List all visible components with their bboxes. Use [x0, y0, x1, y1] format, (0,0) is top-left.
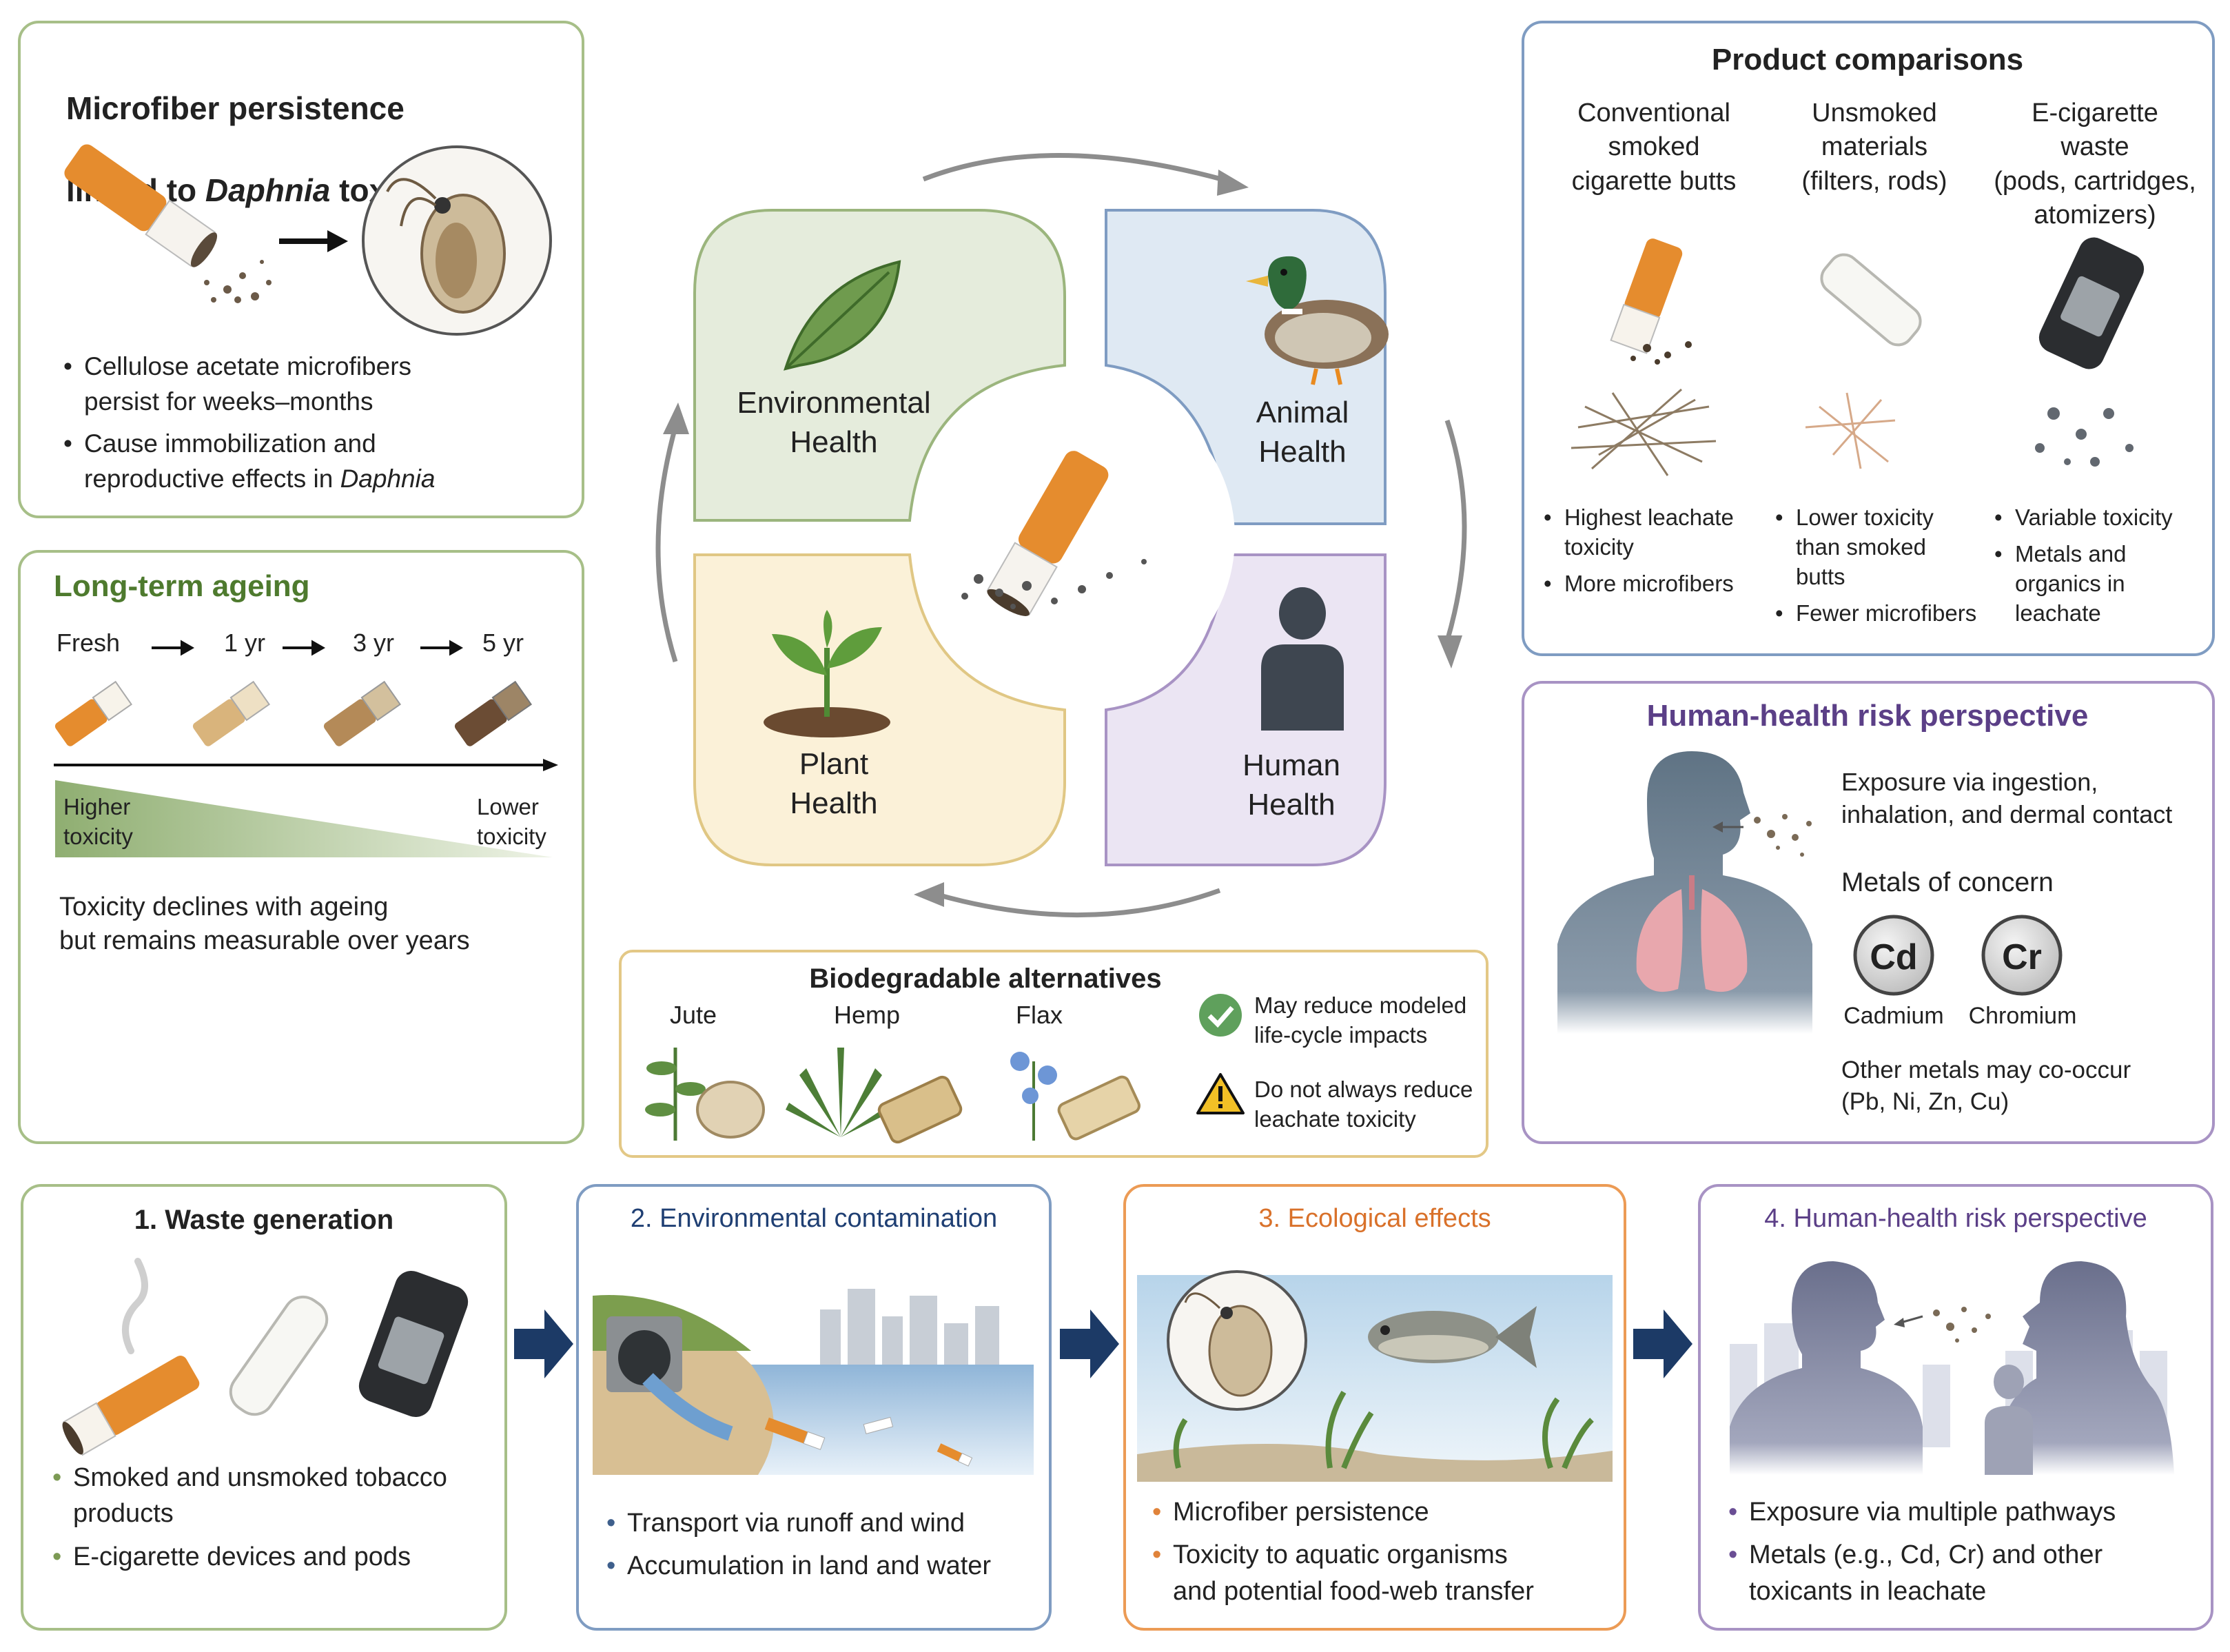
flow-arrow-icon — [1633, 1309, 1692, 1378]
human-risk-exposure: Exposure via ingestion, inhalation, and … — [1841, 768, 2173, 828]
fiber-flax-label: Flax — [1016, 1001, 1063, 1029]
list-item: Highest leachate toxicity — [1544, 503, 1750, 562]
step-2-title: 2. Environmental contamination — [630, 1204, 998, 1233]
list-item: Smoked and unsmoked tobacco products — [52, 1460, 493, 1532]
timeline-arrows — [152, 640, 464, 656]
step-2-shoreline-icon — [593, 1289, 1034, 1475]
cigarette-butt-icon — [64, 144, 272, 303]
unsmoked-bullets: Lower toxicity than smoked butts Fewer m… — [1775, 503, 1989, 635]
product-col-ecig-heading: E-cigarette waste (pods, cartridges, ato… — [1994, 99, 2196, 230]
duck-icon — [1246, 256, 1389, 385]
biodegradable-title: Biodegradable alternatives — [809, 963, 1162, 994]
fiber-jute-label: Jute — [670, 1001, 717, 1029]
metal-cd-symbol: Cd — [1870, 937, 1918, 977]
other-metals: Other metals may co-occur (Pb, Ni, Zn, C… — [1841, 1057, 2131, 1115]
ageing-panel-title: Long-term ageing — [54, 569, 310, 603]
ageing-stage-5yr: 5 yr — [482, 629, 524, 657]
list-item: Transport via runoff and wind — [606, 1505, 1047, 1542]
step-4-bullets: Exposure via multiple pathways Metals (e… — [1728, 1494, 2204, 1616]
flow-arrow-icon — [514, 1309, 573, 1378]
list-item: Metals (e.g., Cd, Cr) and other toxicant… — [1728, 1537, 2204, 1609]
one-health-hub — [655, 153, 1467, 918]
step-4-people-icon — [1730, 1261, 2174, 1475]
biodegradable-con: Do not always reduce leachate toxicity — [1254, 1077, 1473, 1132]
smoked-bullets: Highest leachate toxicity More microfibe… — [1544, 503, 1750, 606]
daphnia-bullets: Cellulose acetate microfibers persist fo… — [63, 349, 560, 503]
unsmoked-filter-icon — [1820, 253, 1922, 347]
step-2-bullets: Transport via runoff and wind Accumulati… — [606, 1505, 1047, 1591]
metal-cd-name: Cadmium — [1843, 1003, 1944, 1029]
warning-icon — [1196, 1073, 1245, 1114]
step-1-products-icon — [62, 1258, 469, 1456]
higher-toxicity-label: Higher toxicity — [63, 794, 133, 849]
list-item: Accumulation in land and water — [606, 1548, 1047, 1584]
microfiber-clusters — [1571, 388, 2134, 476]
step-3-bullets: Microfiber persistence Toxicity to aquat… — [1152, 1494, 1621, 1616]
product-comparisons-title: Product comparisons — [1711, 43, 2024, 77]
ageing-axis — [54, 759, 558, 771]
inhaled-particles — [1712, 814, 1812, 857]
lower-toxicity-label: Lower toxicity — [477, 794, 546, 849]
list-item: Fewer microfibers — [1775, 599, 1989, 629]
list-item: Exposure via multiple pathways — [1728, 1494, 2204, 1531]
ageing-note: Toxicity declines with ageing but remain… — [59, 893, 470, 956]
human-risk-title: Human-health risk perspective — [1646, 699, 2089, 733]
product-col-unsmoked-heading: Unsmoked materials (filters, rods) — [1801, 99, 1947, 196]
human-lungs-icon — [1557, 751, 1812, 1034]
step-3-aquatic-icon — [1137, 1270, 1613, 1482]
biodegradable-pro: May reduce modeled life-cycle impacts — [1254, 992, 1467, 1048]
plant-health-label: Plant Health — [790, 747, 878, 821]
step-1-title: 1. Waste generation — [134, 1205, 394, 1235]
ageing-stage-1yr: 1 yr — [224, 629, 266, 657]
list-item: Metals and organics in leachate — [1994, 540, 2208, 629]
list-item: More microfibers — [1544, 569, 1750, 599]
list-item: E-cigarette devices and pods — [52, 1539, 493, 1575]
product-col-smoked-heading: Conventional smoked cigarette butts — [1571, 99, 1737, 196]
fibers-illustration — [645, 1048, 1140, 1144]
daphnia-icon — [362, 145, 552, 336]
ecig-bullets: Variable toxicity Metals and organics in… — [1994, 503, 2208, 635]
metals-heading: Metals of concern — [1841, 868, 2054, 897]
step-1-bullets: Smoked and unsmoked tobacco products E-c… — [52, 1460, 493, 1582]
leaf-icon — [783, 260, 901, 371]
list-item: Microfiber persistence — [1152, 1494, 1621, 1531]
list-item: Lower toxicity than smoked butts — [1775, 503, 1989, 592]
metal-cd-badge — [1853, 915, 1934, 996]
fiber-hemp-label: Hemp — [834, 1001, 901, 1029]
list-item: Cellulose acetate microfibers persist fo… — [63, 349, 560, 419]
toxicity-gradient — [55, 780, 553, 857]
metal-cr-symbol: Cr — [2002, 937, 2042, 977]
ageing-stage-fresh: Fresh — [57, 629, 121, 657]
step-3-title: 3. Ecological effects — [1258, 1204, 1491, 1233]
biodegradable-panel — [619, 950, 1489, 1158]
flow-arrow-icon — [1060, 1309, 1119, 1378]
sprout-icon — [764, 610, 890, 737]
ecig-pod-icon — [2038, 237, 2145, 369]
check-icon — [1199, 994, 1242, 1037]
step-4-title: 4. Human-health risk perspective — [1764, 1204, 2147, 1233]
environmental-health-label: Environmental Health — [737, 386, 931, 460]
list-item: Cause immobilization and reproductive ef… — [63, 426, 560, 496]
ageing-cigarettes — [54, 680, 533, 746]
metal-cr-name: Chromium — [1968, 1003, 2077, 1029]
ageing-stage-3yr: 3 yr — [353, 629, 395, 657]
list-item: Toxicity to aquatic organisms and potent… — [1152, 1537, 1621, 1609]
human-health-label: Human Health — [1242, 748, 1340, 822]
cigarette-butt-icon — [961, 451, 1147, 616]
list-item: Variable toxicity — [1994, 503, 2208, 533]
metal-cr-badge — [1981, 915, 2063, 996]
person-icon — [1261, 587, 1344, 731]
arrow-right-icon — [279, 230, 348, 252]
animal-health-label: Animal Health — [1256, 396, 1349, 469]
smoked-butt-icon — [1610, 238, 1692, 365]
